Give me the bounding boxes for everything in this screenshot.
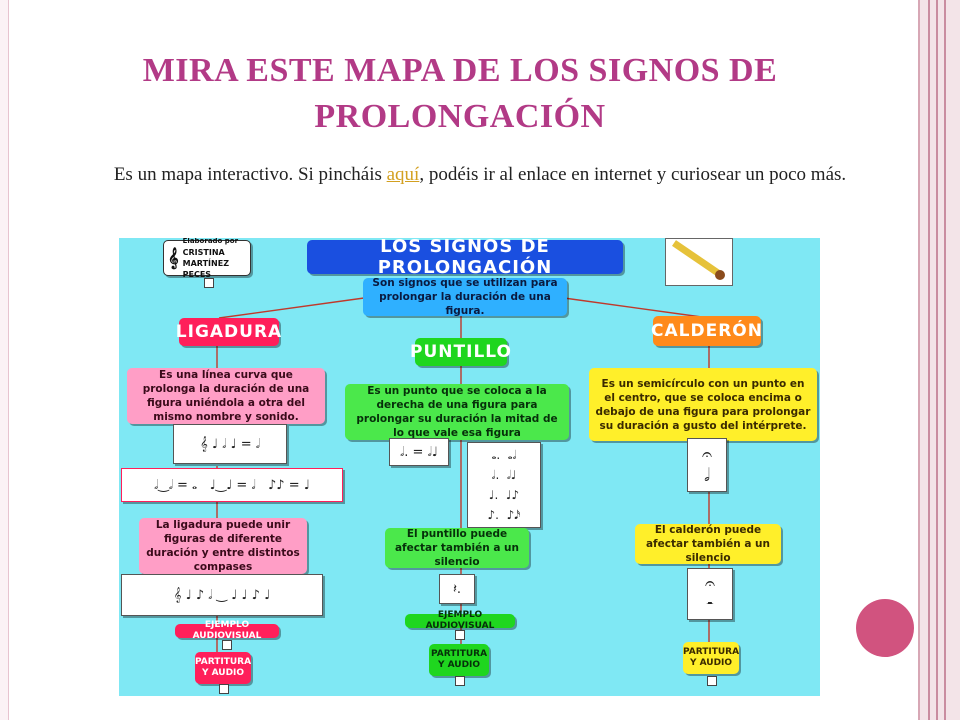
subtitle-text-after: , podéis ir al enlace en internet y curi… <box>419 164 847 185</box>
ligadura-score-button[interactable]: PARTITURA Y AUDIO <box>195 652 251 684</box>
main-desc-box: Son signos que se utilizan para prolonga… <box>363 277 567 317</box>
ligadura-desc: Es una línea curva que prolonga la durac… <box>127 368 325 424</box>
calderon-score-icon[interactable] <box>707 676 717 686</box>
slide-subtitle: Es un mapa interactivo. Si pincháis aquí… <box>60 160 900 190</box>
ligadura-video-button[interactable]: EJEMPLO AUDIOVISUAL <box>175 620 279 641</box>
puntillo-score-button[interactable]: PARTITURA Y AUDIO <box>429 644 489 676</box>
decorative-circle <box>856 599 914 657</box>
calderon-staff-example-2: 𝄐𝄼 <box>687 568 733 620</box>
puntillo-staff-example-1: 𝅗𝅥. = 𝅗𝅥♩ <box>389 438 449 466</box>
calderon-title[interactable]: CALDERÓN <box>651 316 762 346</box>
ligadura-video-icon[interactable] <box>222 640 232 650</box>
ligadura-desc2: La ligadura puede unir figuras de difere… <box>139 518 307 574</box>
slide-right-border <box>918 0 960 720</box>
metronome-picture <box>665 238 733 286</box>
calderon-staff-example-1: 𝄐𝅗𝅥 <box>687 438 727 492</box>
concept-map-image[interactable]: 𝄞 Elaborado por CRISTINA MARTÍNEZ PECES … <box>119 238 820 696</box>
ligadura-staff-example-2: 𝅗𝅥‿𝅗𝅥 = 𝅝 ♩‿♩ = 𝅗𝅥 ♪♪ = ♩ <box>121 468 343 502</box>
treble-clef-icon: 𝄞 <box>168 247 179 269</box>
calderon-desc2: El calderón puede afectar también a un s… <box>635 524 781 564</box>
main-title-box[interactable]: LOS SIGNOS DE PROLONGACIÓN <box>307 238 623 278</box>
map-link[interactable]: aquí <box>386 164 420 185</box>
puntillo-title[interactable]: PUNTILLO <box>410 338 511 366</box>
slide-title: MIRA ESTE MAPA DE LOS SIGNOS DE PROLONGA… <box>142 52 778 135</box>
author-name: CRISTINA MARTÍNEZ PECES <box>182 248 229 279</box>
ligadura-staff-example-3: 𝄞 ♩ ♪ 𝅗𝅥 ‿ ♩ ♩ ♪ ♩ <box>121 574 323 616</box>
ligadura-title[interactable]: LIGADURA <box>176 318 281 346</box>
author-label: Elaborado por <box>182 238 239 245</box>
calderon-desc: Es un semicírculo con un punto en el cen… <box>589 368 817 441</box>
puntillo-score-icon[interactable] <box>455 676 465 686</box>
puntillo-desc: Es un punto que se coloca a la derecha d… <box>345 384 569 440</box>
puntillo-staff-example-3: 𝄽. <box>439 574 475 604</box>
subtitle-text-before: Es un mapa interactivo. Si pincháis <box>113 164 387 185</box>
puntillo-video-button[interactable]: EJEMPLO AUDIOVISUAL <box>405 610 515 631</box>
author-box: 𝄞 Elaborado por CRISTINA MARTÍNEZ PECES <box>163 238 251 279</box>
puntillo-desc2: El puntillo puede afectar también a un s… <box>385 528 529 568</box>
calderon-score-button[interactable]: PARTITURA Y AUDIO <box>683 642 739 674</box>
ligadura-score-icon[interactable] <box>219 684 229 694</box>
attachment-icon[interactable] <box>204 278 214 288</box>
ligadura-staff-example-1: 𝄞 ♩ 𝅗𝅥 ♩ = 𝅗𝅥 <box>173 424 287 464</box>
puntillo-video-icon[interactable] <box>455 630 465 640</box>
puntillo-staff-example-2: 𝅝. 𝅝𝅗𝅥𝅗𝅥. 𝅗𝅥♩♩. ♩♪♪. ♪𝅘𝅥𝅯 <box>467 442 541 528</box>
slide-left-border <box>0 0 9 720</box>
